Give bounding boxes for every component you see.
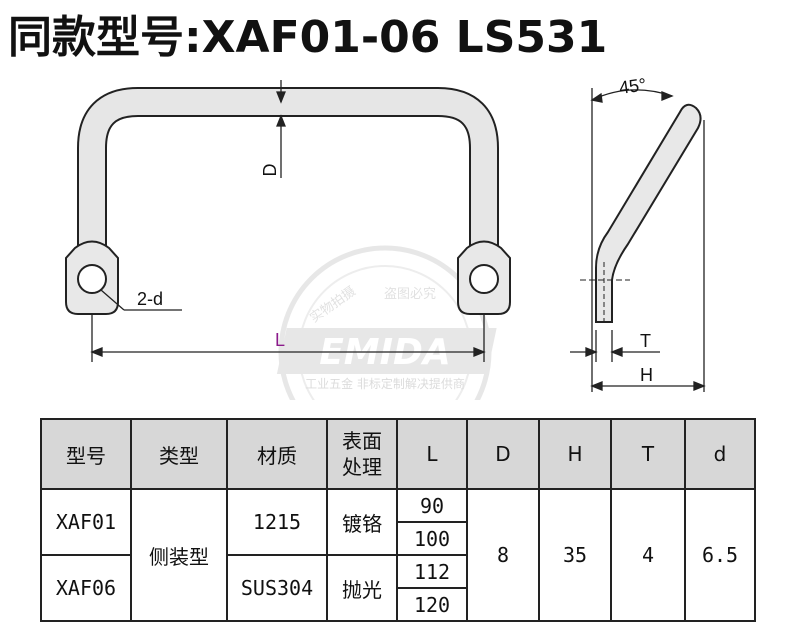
handle-front-view [65,87,511,315]
cell-D: 8 [466,488,540,622]
header-D: D [466,418,540,490]
header-surface: 表面 处理 [326,418,398,490]
header-L: L [396,418,468,490]
table-row: 100 [41,521,755,556]
spec-table: 型号 类型 材质 表面 处理 L D H T d XAF01 侧装型 1215 … [40,418,756,622]
header-model: 型号 [40,418,132,490]
technical-drawing: EMIDA 工业五金 非标定制解决提供商 盗图必究 实物拍摄 D 2-d L [65,74,706,400]
cell-model-1: XAF01 [40,488,132,556]
header-d: d [684,418,756,490]
t-label: T [640,331,651,351]
header-surface-line2: 处理 [342,455,382,479]
page-title: 同款型号:XAF01-06 LS531 [8,12,608,63]
cell-L-3: 112 [396,554,468,589]
table-row: XAF01 侧装型 1215 镀铬 90 8 35 4 6.5 [40,488,756,622]
length-label: L [275,330,285,350]
header-type: 类型 [130,418,228,490]
watermark-left: 实物拍摄 [307,284,358,326]
cell-material-1: 1215 [226,488,328,556]
d-dimension-label: D [260,164,280,177]
cell-L-2: 100 [396,521,468,556]
cell-L-4: 120 [396,587,468,622]
front-dimensions [90,80,486,362]
cell-d: 6.5 [684,488,756,622]
side-dimensions [570,88,706,392]
watermark-top: 盗图必究 [384,286,436,302]
hole-label: 2-d [137,289,163,309]
cell-T: 4 [610,488,686,622]
cell-surface-2: 抛光 [326,554,398,622]
table-row: 120 [41,587,755,622]
h-label: H [640,365,653,385]
angle-label: 45° [618,74,648,98]
handle-side-view [580,103,702,323]
header-material: 材质 [226,418,328,490]
cell-surface-1: 镀铬 [326,488,398,556]
header-T: T [610,418,686,490]
cell-type: 侧装型 [130,488,228,622]
cell-H: 35 [538,488,612,622]
cell-L-1: 90 [396,488,468,523]
table-header-row: 型号 类型 材质 表面 处理 L D H T d [40,418,756,490]
header-H: H [538,418,612,490]
table-row: XAF06 SUS304 抛光 112 [40,554,755,622]
header-surface-line1: 表面 [342,429,382,453]
cell-material-2: SUS304 [226,554,328,622]
cell-model-2: XAF06 [40,554,132,622]
watermark-tagline: 工业五金 非标定制解决提供商 [305,376,465,391]
